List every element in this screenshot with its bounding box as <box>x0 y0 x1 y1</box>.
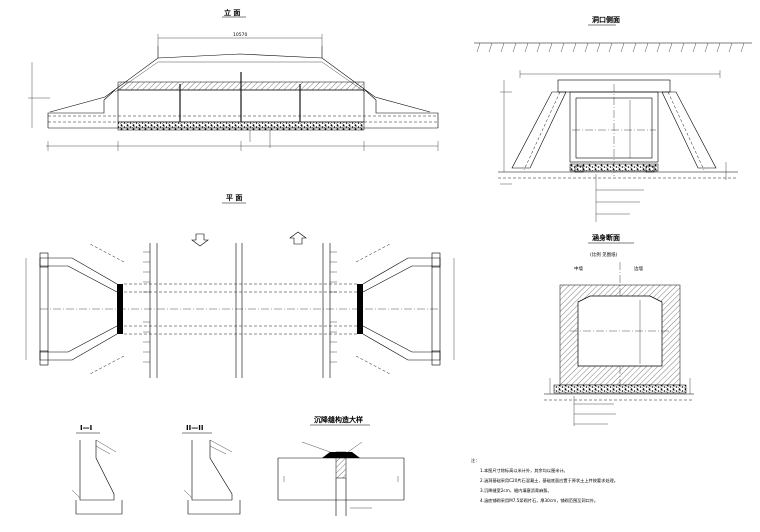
notes-block: 注： 1.本图尺寸除标高以米计外，其余均以厘米计。 2.涵洞基础采用C20片石混… <box>471 457 618 504</box>
section-1-view: I—I <box>71 424 123 515</box>
note-item: 4.涵底铺砌采用M7.5浆砌片石，厚30cm，铺砌范围至洞口外。 <box>480 497 598 504</box>
note-item: 3.沉降缝宽2cm，缝内填塞沥青麻絮。 <box>480 487 552 494</box>
notes-heading: 注： <box>471 457 479 464</box>
joint-detail-view: 沉降缝构造大样 <box>277 415 405 516</box>
portal-title: 洞口侧面 <box>592 15 620 24</box>
box-section-view: 涵身断面 (比例 见图纸) 中墙 边墙 <box>544 233 694 426</box>
section-title: 涵身断面 <box>592 233 620 242</box>
section-subtitle: (比例 见图纸) <box>590 251 618 258</box>
elevation-top-dimension: 10570 <box>233 32 247 38</box>
joint-title: 沉降缝构造大样 <box>314 415 363 424</box>
plan-title: 平 面 <box>226 194 242 202</box>
section-1-title: I—I <box>80 424 92 432</box>
note-item: 2.涵洞基础采用C20片石混凝土，基础底面应置于原状土上并按要求处理。 <box>480 477 618 484</box>
section-left-label: 中墙 <box>574 265 583 272</box>
plan-view: 平 面 <box>25 194 455 378</box>
note-item: 1.本图尺寸除标高以米计外，其余均以厘米计。 <box>480 467 568 474</box>
section-right-label: 边墙 <box>634 265 643 272</box>
section-2-title: II—II <box>186 424 203 432</box>
section-2-view: II—II <box>182 424 241 515</box>
portal-view: 洞口侧面 <box>474 15 752 222</box>
elevation-title: 立 面 <box>224 8 240 17</box>
elevation-view: 立 面 10570 <box>28 8 439 151</box>
